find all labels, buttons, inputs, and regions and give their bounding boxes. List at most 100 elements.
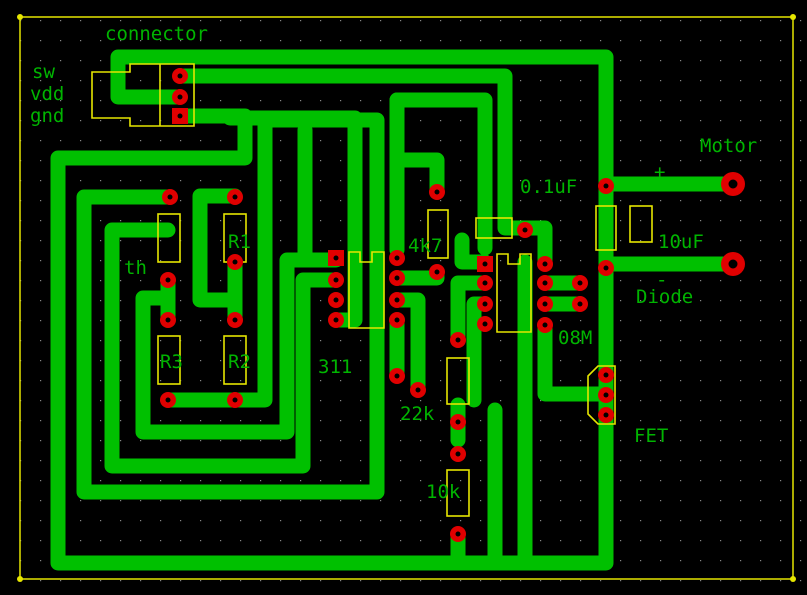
grid-dot [440,540,442,542]
grid-dot [140,80,142,82]
pads [160,68,745,542]
grid-dot [680,140,682,142]
grid-dot [580,360,582,362]
grid-dot [740,60,742,62]
grid-dot [320,320,322,322]
grid-dot [660,160,662,162]
grid-dot [120,180,122,182]
grid-dot [620,380,622,382]
grid-dot [520,100,522,102]
grid-dot [800,60,802,62]
pad-hole [455,531,461,537]
pad-hole [333,277,339,283]
grid-dot [740,400,742,402]
grid-dot [620,360,622,362]
grid-dot [240,340,242,342]
grid-dot [120,380,122,382]
grid-dot [240,220,242,222]
grid-dot [720,500,722,502]
grid-dot [680,120,682,122]
grid-dot [560,500,562,502]
label-gnd: gnd [30,105,64,127]
pad-hole [232,194,238,200]
grid-dot [280,180,282,182]
grid-dot [320,160,322,162]
pad-hole [482,321,488,327]
pad-hole [394,255,400,261]
grid-dot [40,200,42,202]
grid-dot [40,160,42,162]
grid-dot [360,20,362,22]
grid-dot [620,140,622,142]
grid-dot [120,240,122,242]
trace-loop-3 [104,222,344,474]
grid-dot [140,520,142,522]
grid-dot [640,380,642,382]
grid-dot [100,480,102,482]
grid-dot [60,580,62,582]
grid-dot [680,400,682,402]
grid-dot [260,580,262,582]
grid-dot [740,420,742,422]
grid-dot [220,380,222,382]
grid-dot [120,480,122,482]
grid-dot [580,120,582,122]
grid-dot [780,80,782,82]
grid-dot [140,580,142,582]
grid-dot [500,40,502,42]
grid-dot [300,40,302,42]
grid-dot [320,100,322,102]
grid-dot [800,120,802,122]
grid-dot [220,20,222,22]
grid-dot [560,260,562,262]
grid-dot [480,540,482,542]
grid-dot [660,140,662,142]
grid-dot [180,320,182,322]
grid-dot [80,80,82,82]
grid-dot [320,200,322,202]
grid-dot [700,80,702,82]
grid-dot [40,40,42,42]
grid-dot [40,480,42,482]
grid-dot [640,220,642,222]
grid-dot [580,240,582,242]
grid-dot [700,40,702,42]
grid-dot [620,160,622,162]
grid-dot [560,360,562,362]
grid-dot [560,200,562,202]
grid-dot [460,380,462,382]
trace-r1-r2 [192,188,243,308]
grid-dot [440,340,442,342]
grid-dot [520,180,522,182]
grid-dot [180,180,182,182]
grid-dot [120,140,122,142]
grid-dot [240,480,242,482]
grid-dot [140,440,142,442]
grid-dot [640,440,642,442]
grid-dot [720,80,722,82]
grid-dot [680,80,682,82]
grid-dot [760,320,762,322]
grid-dot [120,120,122,122]
grid-dot [400,400,402,402]
grid-dot [660,460,662,462]
grid-dot [480,440,482,442]
grid-dot [620,100,622,102]
grid-dot [260,540,262,542]
grid-dot [460,180,462,182]
grid-dot [700,420,702,422]
grid-dot [460,120,462,122]
grid-dot [720,60,722,62]
grid-dot [200,540,202,542]
grid-dot [740,20,742,22]
grid-dot [720,40,722,42]
grid-dot [640,400,642,402]
grid-dot [660,80,662,82]
grid-dot [640,340,642,342]
grid-dot [700,480,702,482]
grid-dot [780,540,782,542]
grid-dot [180,580,182,582]
grid-dot [300,20,302,22]
grid-dot [660,200,662,202]
grid-dot [40,180,42,182]
